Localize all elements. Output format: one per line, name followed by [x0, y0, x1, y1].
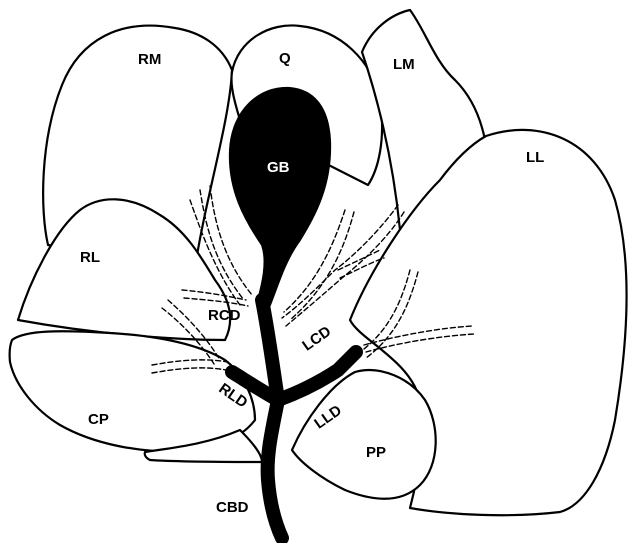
label-rm: RM	[138, 51, 161, 68]
label-rl: RL	[80, 249, 100, 266]
label-ll: LL	[526, 149, 544, 166]
label-cbd: CBD	[216, 499, 249, 516]
label-pp: PP	[366, 444, 386, 461]
label-cp: CP	[88, 411, 109, 428]
left-cystic-duct-e	[338, 250, 380, 270]
label-gb: GB	[267, 159, 290, 176]
label-q: Q	[279, 50, 291, 67]
label-lcd: LCD	[299, 323, 334, 355]
label-lm: LM	[393, 56, 415, 73]
common-bile-duct	[262, 300, 282, 538]
gallbladder	[230, 88, 330, 305]
label-rcd: RCD	[208, 307, 241, 324]
